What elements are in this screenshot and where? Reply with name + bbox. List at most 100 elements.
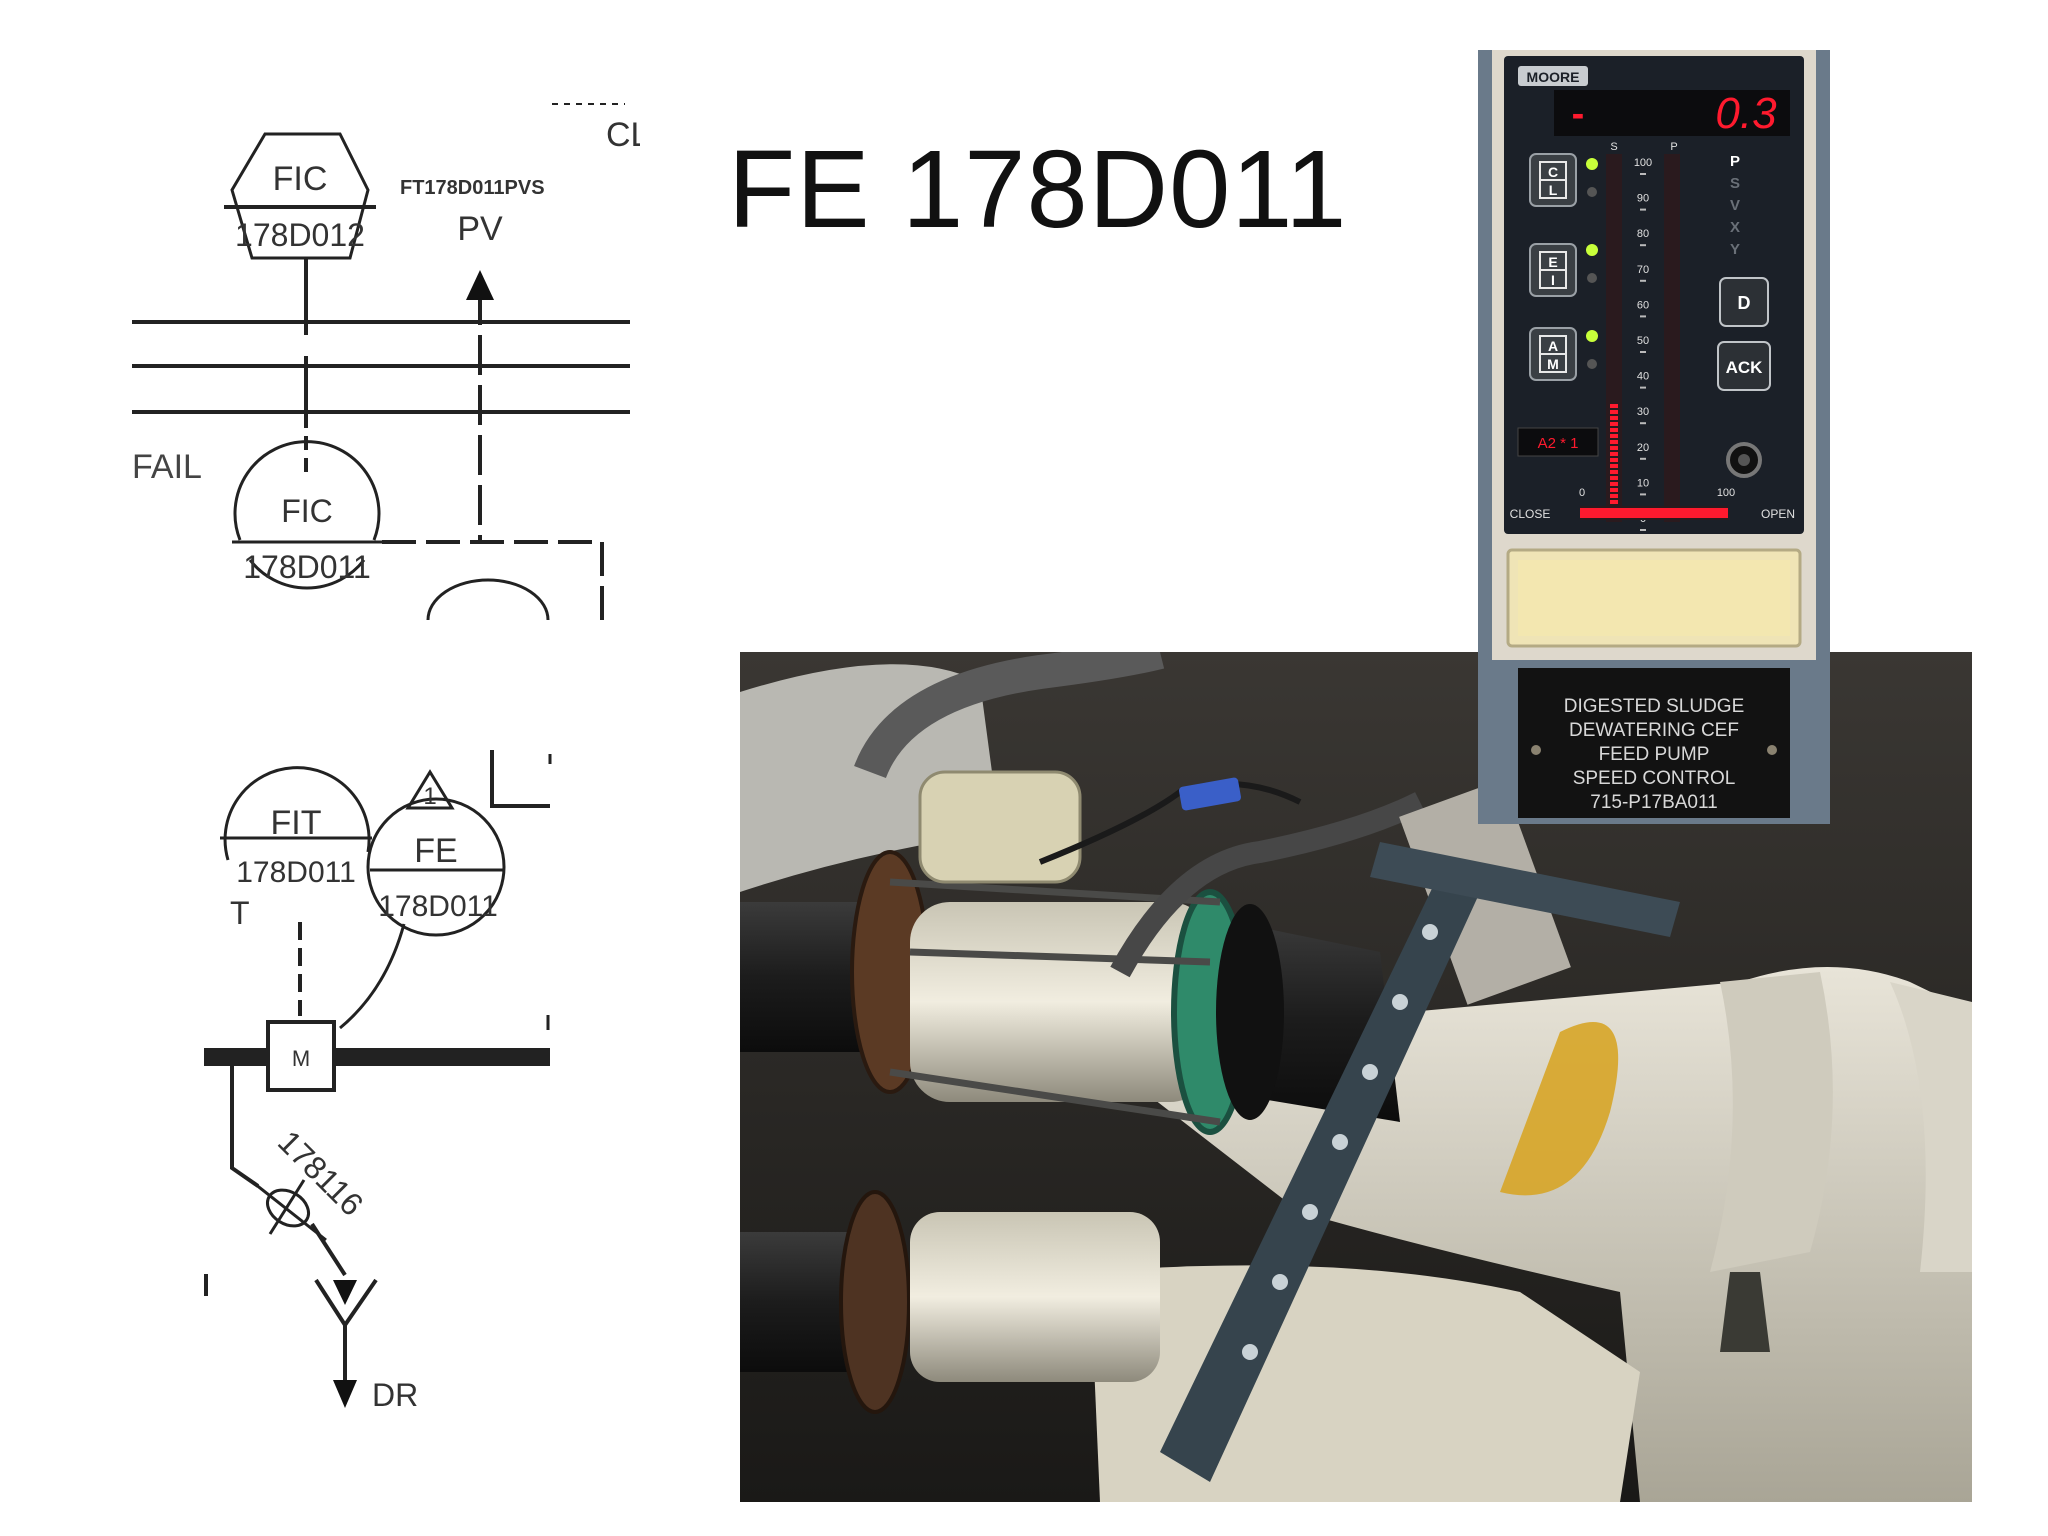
pv-arrow-icon <box>466 270 494 300</box>
output-bar <box>1580 508 1728 518</box>
fic-178d012-number: 178D012 <box>235 217 365 253</box>
fe-number: 178D011 <box>378 890 498 923</box>
svg-text:M: M <box>1547 356 1559 372</box>
svg-text:I: I <box>1551 272 1555 288</box>
flowmeter-installation-photo <box>740 652 1972 1502</box>
fic-178d012-symbol <box>230 132 370 260</box>
t-label: T <box>230 895 250 931</box>
meter-box <box>266 1020 336 1092</box>
pv-bar-segment <box>1610 458 1618 462</box>
scale-tick-90: 90 <box>1637 193 1649 205</box>
drain-arrow-icon <box>333 1280 357 1305</box>
fic-178d011-symbol <box>233 440 381 541</box>
display-value: 0.3 <box>1715 89 1777 138</box>
fic-178d011-number: 178D011 <box>243 549 371 585</box>
corner-label: CL <box>606 116 640 154</box>
variable-letter-s: S <box>1730 175 1740 192</box>
brand-logo: MOORE <box>1527 69 1580 85</box>
fe-178d011-symbol <box>366 797 506 937</box>
variable-letter-v: V <box>1730 197 1740 214</box>
pv-bar-segment <box>1610 416 1618 420</box>
slide-title: FE 178D011 <box>728 128 1348 251</box>
ack-button[interactable]: ACK <box>1717 341 1771 391</box>
scale-tick-30: 30 <box>1637 406 1649 418</box>
pid-control-loop-diagram: FIC 178D012 FT178D011PVS PV CL FAIL FIC … <box>132 103 640 621</box>
pv-bar-segment <box>1610 470 1618 474</box>
drain-label: DR <box>372 1377 418 1413</box>
nameplate <box>1518 668 1790 818</box>
scale-tick-80: 80 <box>1637 228 1649 240</box>
bar-header-p: P <box>1670 141 1677 153</box>
svg-text:C: C <box>1548 164 1558 180</box>
transmitter-head <box>918 770 1082 884</box>
svg-text:ACK: ACK <box>1726 358 1764 377</box>
conduit <box>854 652 1165 779</box>
scale-tick-40: 40 <box>1637 371 1649 383</box>
svg-text:D: D <box>1738 293 1751 313</box>
scale-tick-70: 70 <box>1637 264 1649 276</box>
scale-tick-60: 60 <box>1637 299 1649 311</box>
variable-letter-x: X <box>1730 219 1740 236</box>
magmeter-body <box>910 902 1210 1102</box>
nameplate-line-2: DEWATERING CEF <box>1569 720 1739 741</box>
controller-faceplate <box>1504 56 1804 534</box>
nameplate-line-5: 715-P17BA011 <box>1590 792 1717 813</box>
pid-flow-element-diagram: FIT 178D011 FE 178D011 1 T M 178116 DR <box>204 750 552 1413</box>
pv-bar-segment <box>1610 488 1618 492</box>
pv-bar-segment <box>1610 404 1618 408</box>
scale-tick-20: 20 <box>1637 442 1649 454</box>
fit-number: 178D011 <box>236 856 356 889</box>
meter-label: M <box>292 1046 310 1071</box>
pv-bar-segment <box>1610 410 1618 414</box>
svg-text:E: E <box>1548 254 1557 270</box>
fit-178d011-symbol <box>223 766 371 861</box>
pv-bar-segment <box>1610 440 1618 444</box>
display-sign: - <box>1572 93 1585 135</box>
pv-bar-segment <box>1610 482 1618 486</box>
nameplate-line-3: FEED PUMP <box>1599 744 1710 765</box>
pv-bar-segment <box>1610 500 1618 504</box>
am-button[interactable]: A M <box>1529 327 1577 381</box>
fe-tag: FE <box>414 832 457 870</box>
nameplate-line-4: SPEED CONTROL <box>1573 768 1736 789</box>
moore-controller-panel: MOORE - 0.3 C L E I A M S P 100908070605… <box>1478 50 1830 824</box>
warning-number: 1 <box>423 783 436 810</box>
output-scale-min: 0 <box>1579 487 1585 499</box>
open-label: OPEN <box>1761 507 1795 521</box>
scale-tick-50: 50 <box>1637 335 1649 347</box>
d-button[interactable]: D <box>1719 277 1769 327</box>
bar-scale: 1009080706050403020100 <box>1634 157 1652 531</box>
fail-label: FAIL <box>132 448 202 486</box>
fic-178d012-tag: FIC <box>273 160 328 198</box>
pv-bar-segment <box>1610 494 1618 498</box>
drain-outlet-arrow-icon <box>333 1380 357 1408</box>
close-label: CLOSE <box>1510 507 1551 521</box>
svg-text:A: A <box>1548 338 1558 354</box>
signal-label: FT178D011PVS <box>400 177 545 199</box>
svg-text:L: L <box>1549 182 1558 198</box>
pv-bar-segment <box>1610 464 1618 468</box>
scale-tick-100: 100 <box>1634 157 1652 169</box>
variable-letter-p: P <box>1730 153 1740 170</box>
nameplate-line-1: DIGESTED SLUDGE <box>1564 696 1745 717</box>
alarm-display: A2 * 1 <box>1538 435 1579 452</box>
scale-tick-10: 10 <box>1637 477 1649 489</box>
unistrut-bracket <box>1160 872 1480 1482</box>
fit-tag: FIT <box>271 804 322 842</box>
pv-bar-segment <box>1610 434 1618 438</box>
pv-label: PV <box>457 210 503 248</box>
pv-bar-segment <box>1610 446 1618 450</box>
ei-button[interactable]: E I <box>1529 243 1577 297</box>
cl-button[interactable]: C L <box>1529 153 1577 207</box>
variable-letter-y: Y <box>1730 241 1740 258</box>
pv-bar-segment <box>1610 428 1618 432</box>
pv-bar-segment <box>1610 452 1618 456</box>
bar-header-s: S <box>1610 141 1617 153</box>
pv-bar-segment <box>1610 476 1618 480</box>
pv-bar-segment <box>1610 422 1618 426</box>
fic-178d011-tag: FIC <box>281 493 333 529</box>
output-scale-max: 100 <box>1717 487 1735 499</box>
warning-triangle-icon <box>405 769 455 810</box>
status-leds <box>1586 158 1598 369</box>
